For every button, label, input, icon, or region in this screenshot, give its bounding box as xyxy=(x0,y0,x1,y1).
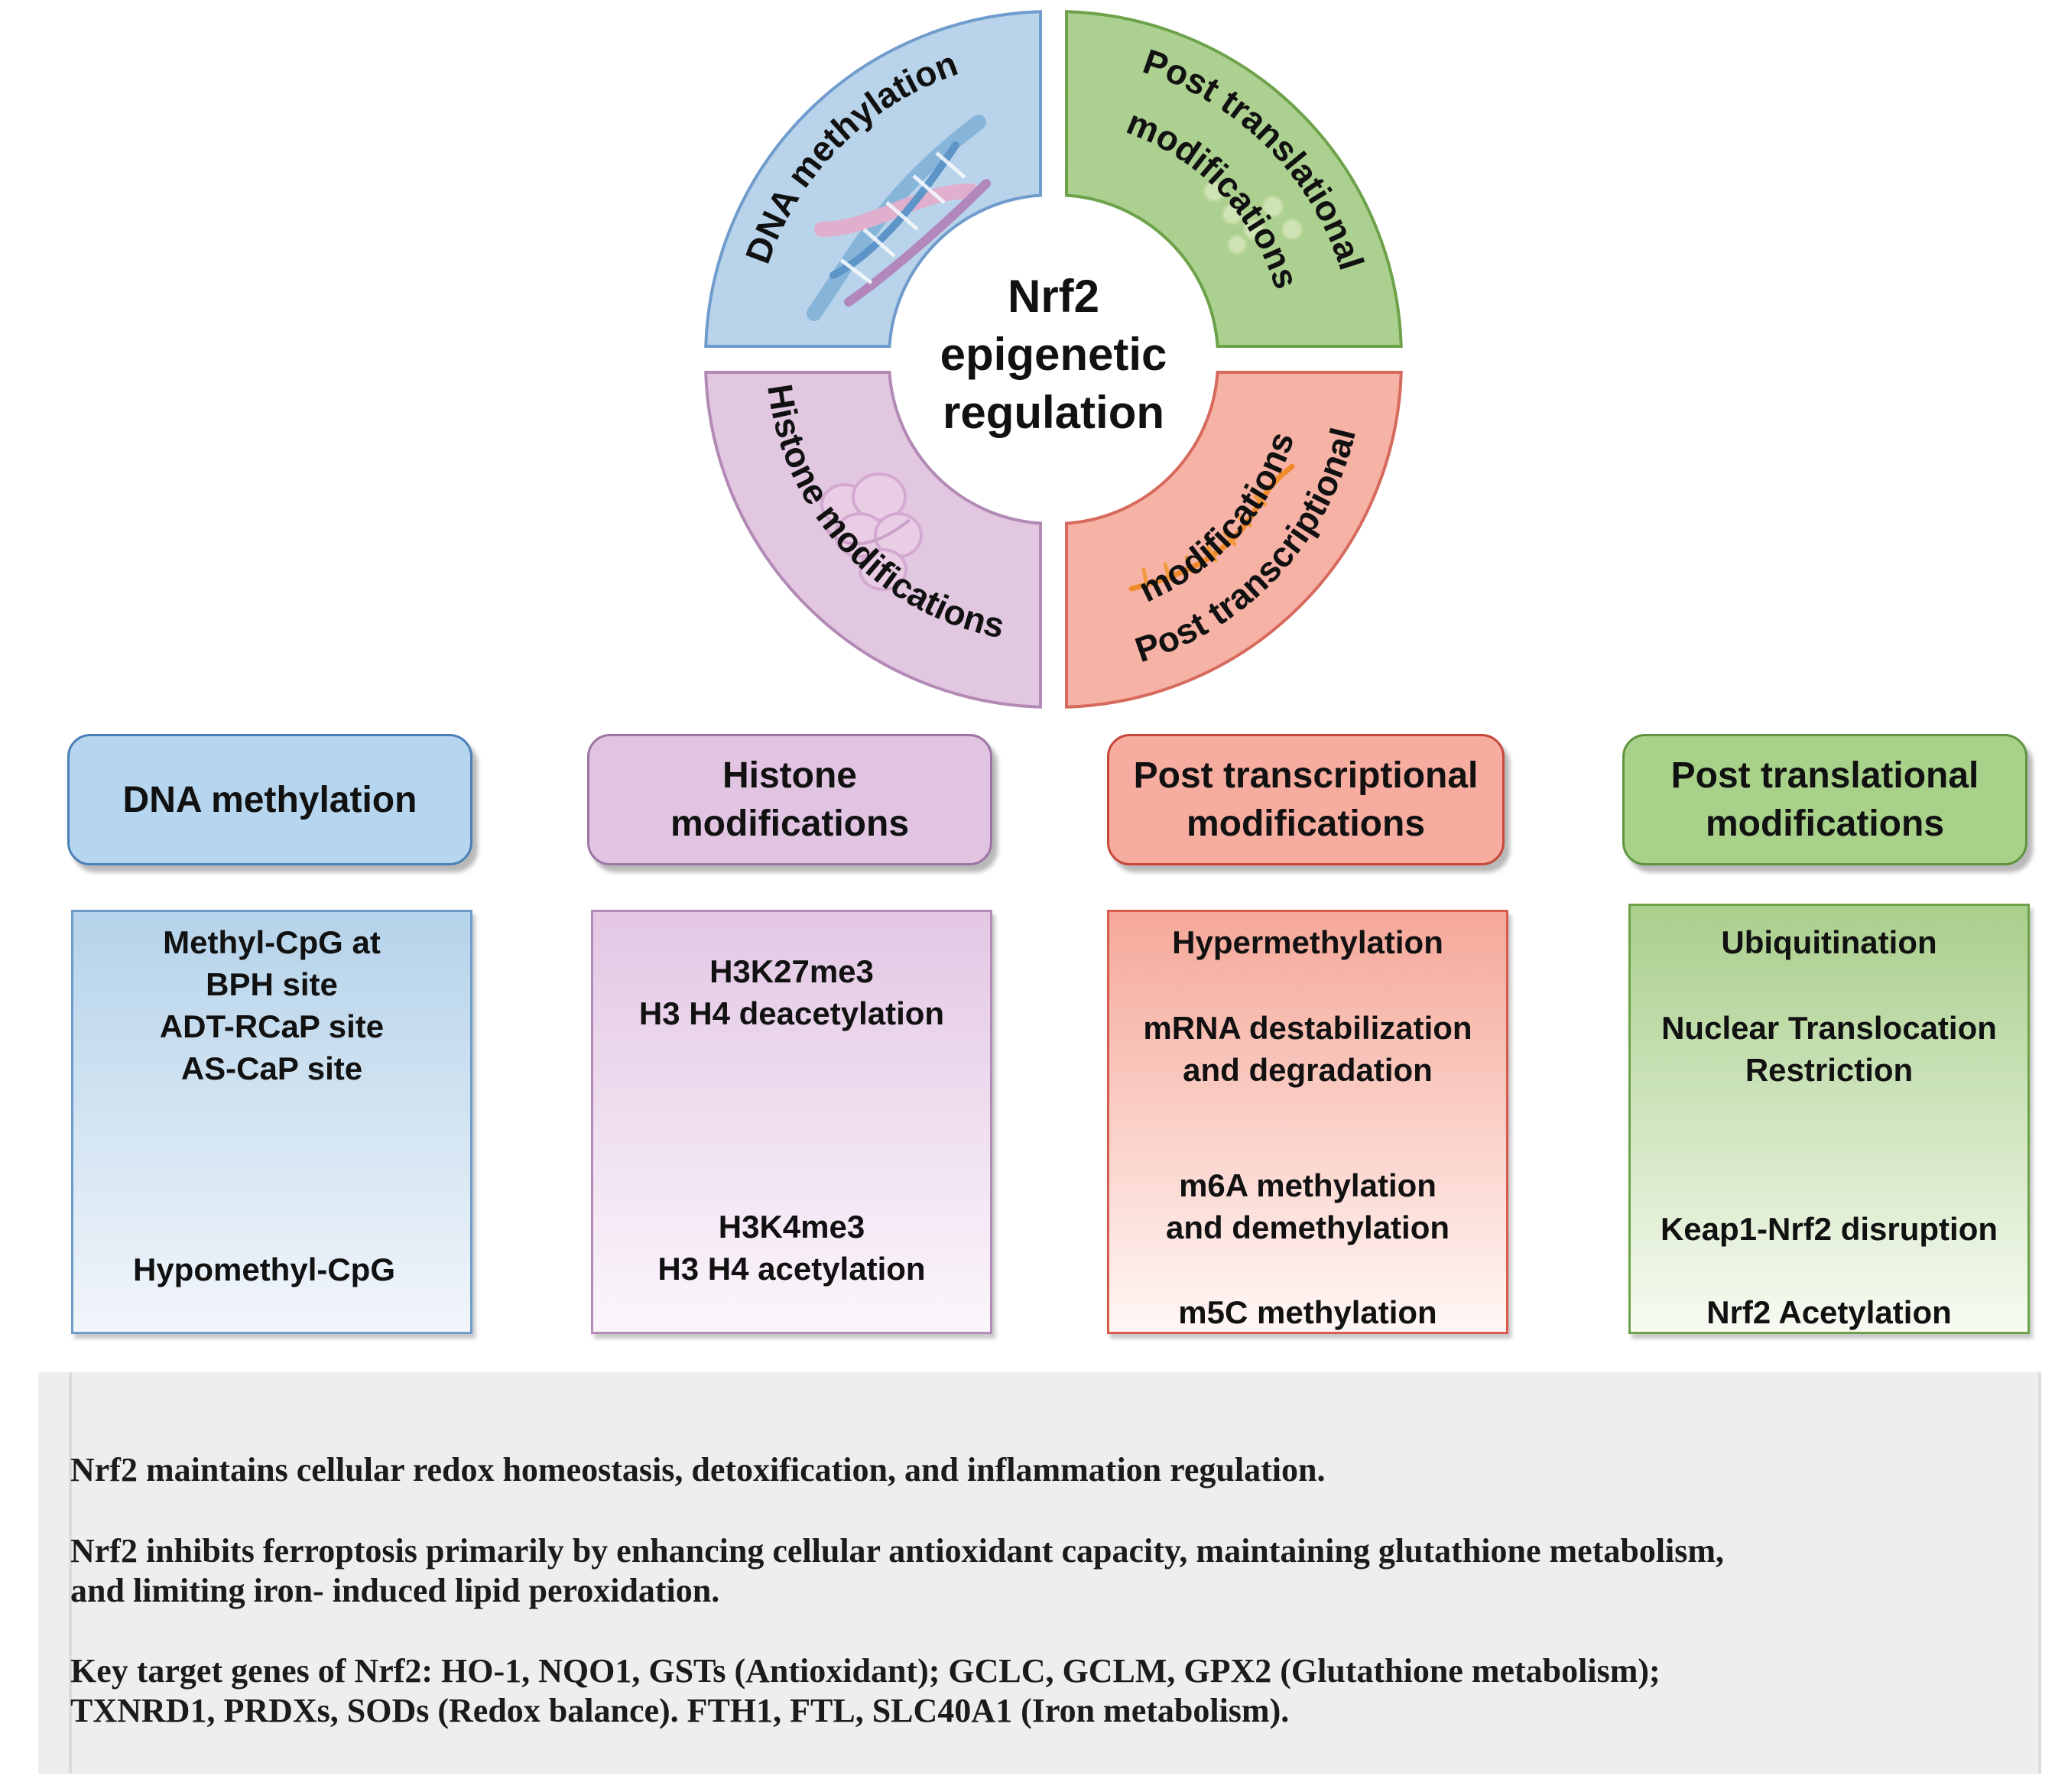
center-title: Nrf2 epigenetic regulation xyxy=(940,271,1167,438)
item-line: H3 H4 acetylation xyxy=(657,1251,926,1287)
rna-strand-icon xyxy=(1128,463,1295,592)
item-line: Methyl-CpG at xyxy=(163,924,381,960)
item-line: AS-CaP site xyxy=(180,1050,363,1086)
header-title-line2: modifications xyxy=(670,803,910,844)
summary-panel: Nrf2 maintains cellular redox homeostasi… xyxy=(38,1372,2041,1774)
item-line: Hypomethyl-CpG xyxy=(132,1251,395,1287)
header-post-translational-modifications: Post translational modifications xyxy=(1622,734,2027,865)
summary-line: and limiting iron- induced lipid peroxid… xyxy=(70,1572,720,1609)
summary-paragraph-3: Key target genes of Nrf2: HO-1, NQO1, GS… xyxy=(70,1651,2035,1731)
center-title-line3: regulation xyxy=(943,387,1164,438)
dna-helix-icon xyxy=(807,115,991,321)
epigenetic-wheel: DNA methylation Post translational modif… xyxy=(704,10,1403,709)
item-line: and demethylation xyxy=(1165,1209,1450,1245)
quadrant-dna xyxy=(704,10,1043,349)
item-h3k27me3: H3K27me3 H3 H4 deacetylation xyxy=(593,950,990,1034)
item-nrf2-acetylation: Nrf2 Acetylation xyxy=(1631,1291,2027,1333)
panel-edge xyxy=(69,1372,72,1774)
item-line: Hypermethylation xyxy=(1172,924,1443,960)
center-title-line1: Nrf2 xyxy=(1008,271,1099,322)
item-ubiquitination: Ubiquitination xyxy=(1631,921,2027,963)
item-m6a-methylation: m6A methylation and demethylation xyxy=(1109,1164,1506,1248)
header-dna-methylation: DNA methylation xyxy=(67,734,472,865)
item-methyl-cpg: Methyl-CpG at BPH site ADT-RCaP site AS-… xyxy=(73,921,470,1089)
item-keap1-nrf2-disruption: Keap1-Nrf2 disruption xyxy=(1631,1208,2027,1250)
item-line: m5C methylation xyxy=(1178,1294,1437,1330)
item-line: Keap1-Nrf2 disruption xyxy=(1660,1211,1998,1247)
item-line: H3K27me3 xyxy=(709,953,874,989)
item-mrna-destabilization: mRNA destabilization and degradation xyxy=(1109,1007,1506,1091)
box-post-transcriptional-modifications: Hypermethylation mRNA destabilization an… xyxy=(1107,910,1508,1334)
header-title-line1: Histone xyxy=(722,755,857,796)
header-post-transcriptional-modifications: Post transcriptional modifications xyxy=(1107,734,1505,865)
quadrant-ptl xyxy=(1064,10,1403,349)
center-title-line2: epigenetic xyxy=(940,329,1167,380)
item-line: Ubiquitination xyxy=(1721,924,1937,960)
item-m5c-methylation: m5C methylation xyxy=(1109,1291,1506,1333)
item-hypomethyl-cpg: Hypomethyl-CpG xyxy=(73,1248,455,1290)
item-line: H3 H4 deacetylation xyxy=(638,995,945,1031)
item-hypermethylation: Hypermethylation xyxy=(1109,921,1506,963)
box-dna-methylation: Methyl-CpG at BPH site ADT-RCaP site AS-… xyxy=(71,910,472,1334)
item-h3k4me3: H3K4me3 H3 H4 acetylation xyxy=(593,1206,990,1290)
item-line: H3K4me3 xyxy=(718,1209,865,1245)
header-title-line2: modifications xyxy=(1705,803,1945,844)
summary-paragraph-1: Nrf2 maintains cellular redox homeostasi… xyxy=(70,1450,2035,1490)
item-line: Nuclear Translocation xyxy=(1661,1010,1997,1046)
box-histone-modifications: H3K27me3 H3 H4 deacetylation H3K4me3 H3 … xyxy=(591,910,992,1334)
summary-line: Key target genes of Nrf2: HO-1, NQO1, GS… xyxy=(70,1652,1661,1690)
item-line: Restriction xyxy=(1745,1052,1914,1088)
summary-paragraph-2: Nrf2 inhibits ferroptosis primarily by e… xyxy=(70,1531,2035,1611)
item-line: Nrf2 Acetylation xyxy=(1706,1294,1952,1330)
summary-line: Nrf2 maintains cellular redox homeostasi… xyxy=(70,1451,1326,1488)
item-nuclear-translocation: Nuclear Translocation Restriction xyxy=(1631,1007,2027,1091)
header-title-line1: Post translational xyxy=(1670,755,1979,796)
item-line: ADT-RCaP site xyxy=(159,1008,385,1044)
header-title-line1: Post transcriptional xyxy=(1133,755,1479,796)
item-line: mRNA destabilization xyxy=(1143,1010,1472,1046)
header-histone-modifications: Histone modifications xyxy=(587,734,992,865)
panel-edge xyxy=(2038,1372,2041,1774)
item-line: and degradation xyxy=(1183,1052,1433,1088)
amino-acid-chain-icon xyxy=(1203,180,1303,255)
item-line: m6A methylation xyxy=(1179,1167,1437,1203)
item-line: BPH site xyxy=(206,966,338,1002)
summary-line: TXNRD1, PRDXs, SODs (Redox balance). FTH… xyxy=(70,1692,1290,1729)
header-title: DNA methylation xyxy=(122,779,417,820)
summary-line: Nrf2 inhibits ferroptosis primarily by e… xyxy=(70,1532,1725,1570)
box-post-translational-modifications: Ubiquitination Nuclear Translocation Res… xyxy=(1628,904,2030,1334)
header-title-line2: modifications xyxy=(1186,803,1426,844)
nucleosome-icon xyxy=(820,472,923,591)
